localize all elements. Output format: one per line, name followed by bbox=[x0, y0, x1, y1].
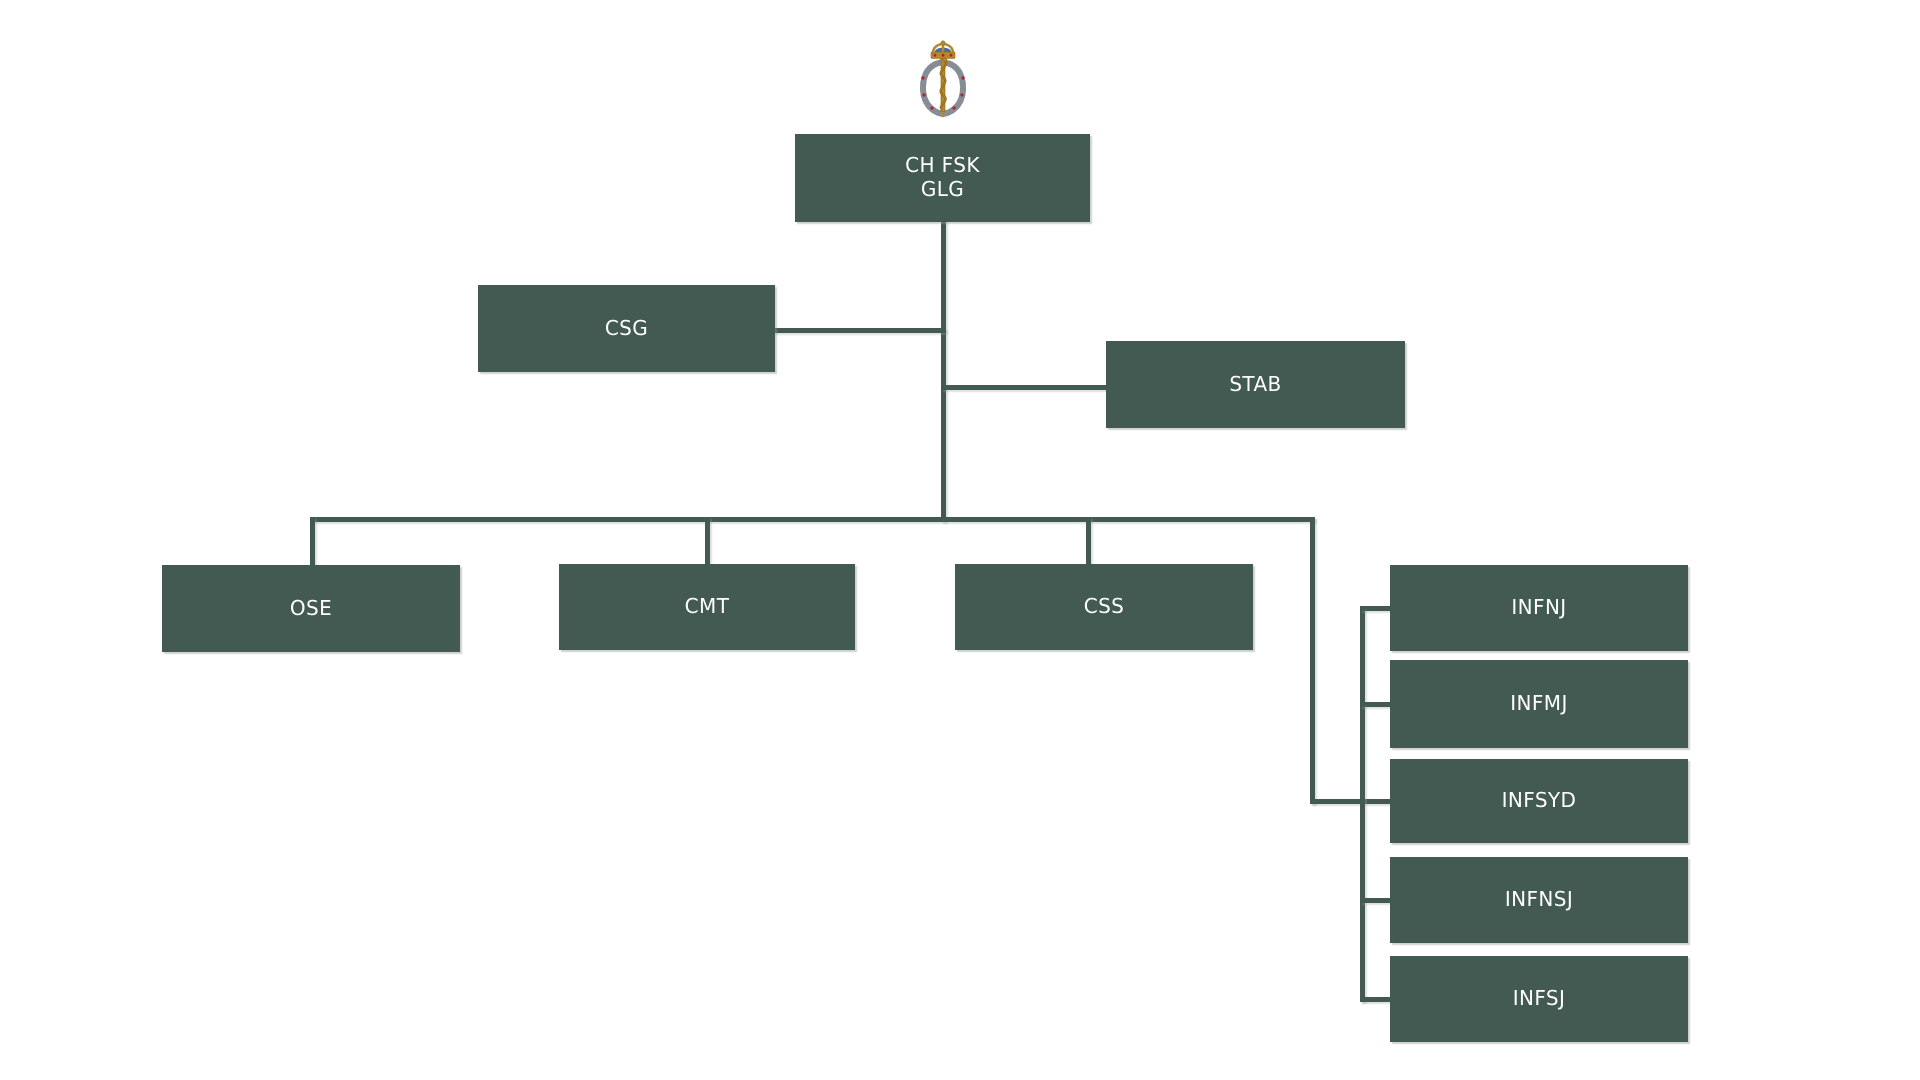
org-node-label: CSS bbox=[1083, 594, 1125, 619]
connector-infsyd-link bbox=[1309, 798, 1393, 804]
org-node-label: INFSYD bbox=[1501, 788, 1577, 813]
connector-csg-link bbox=[772, 327, 946, 333]
org-node-css[interactable]: CSS bbox=[955, 564, 1253, 650]
connector-main-bus bbox=[309, 516, 1315, 522]
org-node-label: CSG bbox=[604, 315, 649, 340]
connector-css-drop bbox=[1085, 516, 1091, 567]
org-node-label: GLG bbox=[920, 177, 965, 201]
connector-infnsj-stub bbox=[1359, 897, 1393, 903]
connector-inf-trunk bbox=[1309, 516, 1315, 804]
royal-medical-corps-emblem-icon bbox=[919, 40, 967, 118]
crown-icon bbox=[930, 40, 956, 59]
connector-infsj-stub bbox=[1359, 996, 1393, 1002]
org-node-infmj[interactable]: INFMJ bbox=[1390, 660, 1688, 748]
wreath-berries-icon bbox=[921, 76, 965, 110]
org-node-ose[interactable]: OSE bbox=[162, 565, 460, 652]
org-node-cmt[interactable]: CMT bbox=[559, 564, 855, 650]
connector-ose-drop bbox=[309, 516, 315, 568]
connector-root-trunk bbox=[940, 219, 946, 522]
org-node-infnsj[interactable]: INFNSJ bbox=[1390, 857, 1688, 943]
org-node-infsj[interactable]: INFSJ bbox=[1390, 956, 1688, 1042]
org-node-infsyd[interactable]: INFSYD bbox=[1390, 759, 1688, 843]
org-node-label: INFMJ bbox=[1510, 691, 1568, 716]
org-node-label: STAB bbox=[1229, 371, 1282, 396]
serpent-icon bbox=[939, 57, 948, 111]
org-node-label: INFNJ bbox=[1511, 595, 1567, 620]
org-node-label: CMT bbox=[684, 594, 730, 619]
connector-cmt-drop bbox=[704, 516, 710, 567]
connector-stab-link bbox=[940, 384, 1109, 390]
wreath-icon bbox=[919, 59, 967, 117]
connector-infmj-stub bbox=[1359, 701, 1393, 707]
org-node-infnj[interactable]: INFNJ bbox=[1390, 565, 1688, 651]
org-node-label: INFSJ bbox=[1512, 986, 1566, 1011]
org-node-label: OSE bbox=[289, 595, 333, 620]
org-node-csg[interactable]: CSG bbox=[478, 285, 775, 372]
org-node-label: CH FSK bbox=[905, 153, 980, 178]
connector-infnj-stub bbox=[1359, 605, 1393, 611]
connector-inf-bus bbox=[1359, 605, 1365, 1002]
org-node-label: INFNSJ bbox=[1504, 887, 1574, 912]
org-node-stab[interactable]: STAB bbox=[1106, 341, 1405, 428]
